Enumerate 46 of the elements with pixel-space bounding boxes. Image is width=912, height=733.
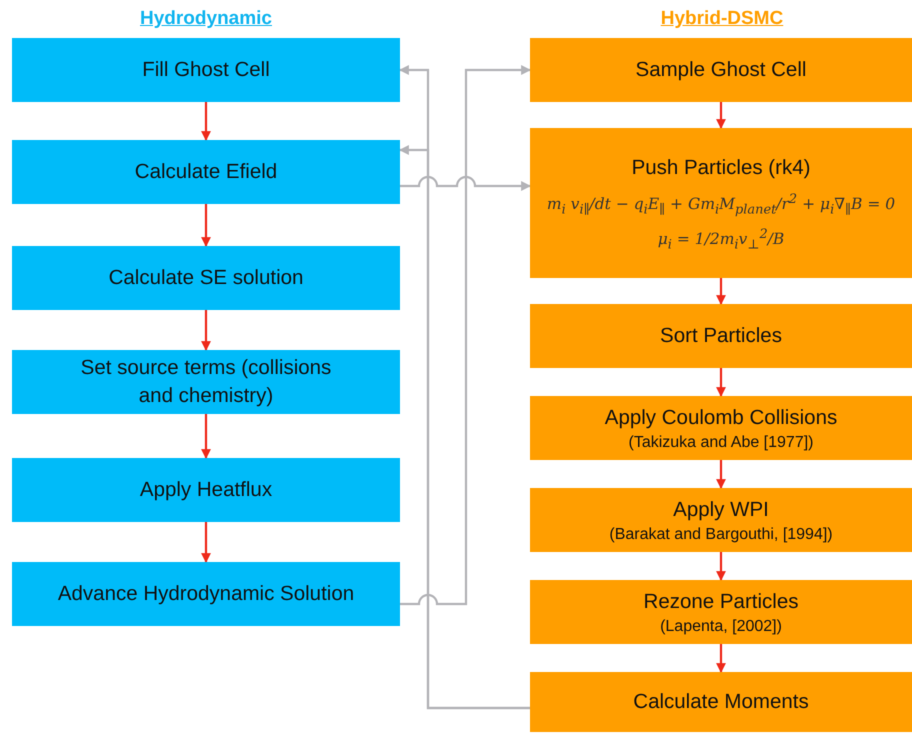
process-box (12, 140, 400, 204)
step-title: Apply WPI (673, 496, 769, 523)
arrow (201, 102, 211, 141)
arrow (201, 310, 211, 351)
arrow (201, 522, 211, 563)
step-title: Push Particles (rk4) (632, 154, 810, 181)
step-title: Calculate Efield (134, 159, 278, 186)
process-box (530, 488, 912, 552)
process-box (12, 350, 400, 414)
step-title: Rezone Particles (644, 588, 798, 615)
citation: (Lapenta, [2002]) (660, 618, 782, 636)
process-box (530, 396, 912, 460)
process-box (530, 38, 912, 102)
arrow (716, 278, 726, 305)
arrow (716, 102, 726, 129)
step-title: Apply Heatflux (140, 477, 272, 504)
step-title: Sort Particles (660, 323, 782, 350)
process-box (12, 458, 400, 522)
step-title: Calculate SE solution (108, 265, 304, 292)
process-box (530, 128, 912, 278)
column-heading: Hydrodynamic (140, 8, 272, 29)
arrow (716, 644, 726, 673)
process-box (12, 246, 400, 310)
step-title: Apply Coulomb Collisions (604, 404, 838, 431)
arrow (400, 65, 531, 606)
citation: (Takizuka and Abe [1977]) (628, 434, 814, 452)
process-box (12, 38, 400, 102)
process-box (530, 672, 912, 732)
citation: (Barakat and Bargouthi, [1994]) (609, 526, 833, 544)
arrow (716, 552, 726, 581)
equation: μ$_{i}$ = 1/2m$_{i}$v$_{⊥}$$^{2}$/B (658, 226, 784, 252)
arrow (716, 460, 726, 489)
arrow (201, 204, 211, 247)
process-box (530, 580, 912, 644)
arrow (716, 368, 726, 397)
step-title: Calculate Moments (633, 689, 809, 716)
step-title: Advance Hydrodynamic Solution (58, 581, 354, 608)
column-heading: Hybrid-DSMC (660, 8, 784, 29)
step-title: Set source terms (collisions and chemistry) (80, 355, 332, 409)
equation: m$_{i}$ v$_{i∥}$/dt − q$_{i}$E$_{∥}$ + Gm$_{i}$M$_{planet}$/r$^{2}$ + μ$_{i}$∇$_{∥}$B = 0 (546, 192, 896, 217)
step-title: Sample Ghost Cell (636, 57, 806, 84)
arrow (400, 176, 531, 191)
process-box (530, 304, 912, 368)
arrow (201, 414, 211, 459)
step-title: Fill Ghost Cell (142, 57, 270, 84)
process-box (12, 562, 400, 626)
